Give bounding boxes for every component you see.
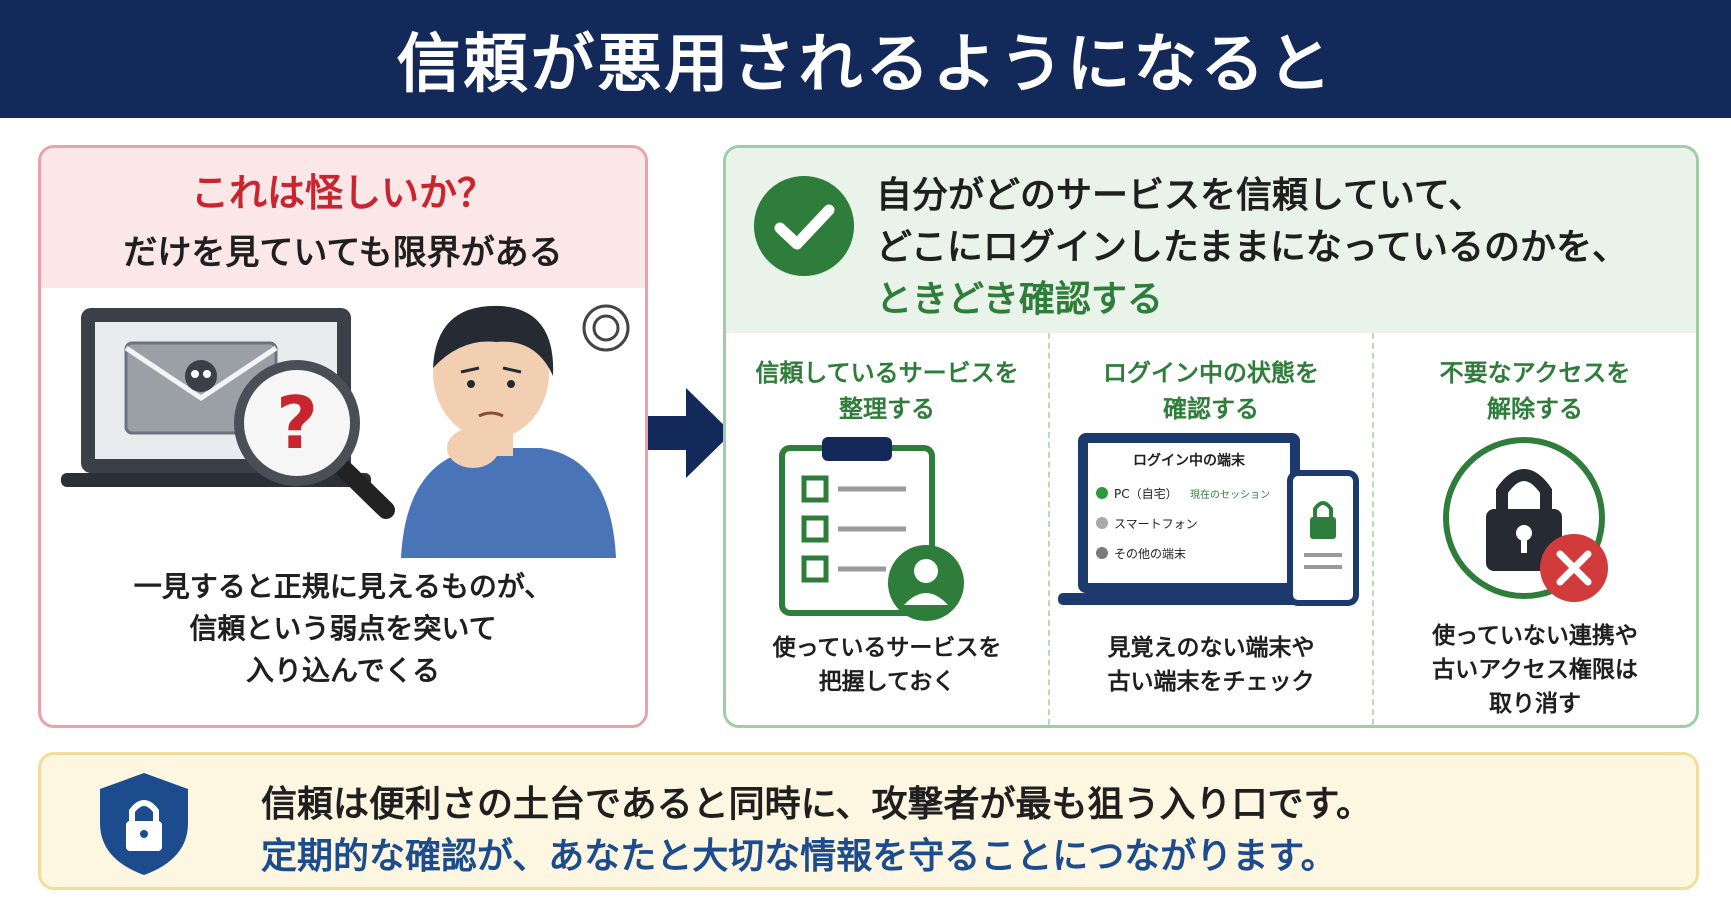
step-revoke-access: 不要なアクセスを 解除する 使っていない連携や 古いアクセス権限は 取り消す [1372,333,1696,725]
step-title: ログイン中の状態を 確認する [1103,359,1319,423]
worried-person-icon [401,304,630,558]
step-title: 信頼しているサービスを 整理する [755,359,1019,423]
warning-panel-header: これは怪しいか？ だけを見ていても限界がある [41,148,645,288]
warning-subtitle: だけを見ていても限界がある [123,233,563,273]
magnifier-icon: ? [234,360,395,519]
title-bar: 信頼が悪用されるようになると [0,0,1731,118]
step-text: 使っているサービスを 把握しておく [772,635,1002,695]
logged-in-devices-illustration: ログイン中の端末 PC（自宅） 現在のセッション スマートフォン その他の端末 [1058,433,1359,606]
device-item-1: PC（自宅） [1114,486,1178,501]
solution-header: 自分がどのサービスを信頼していて、 どこにログインしたままになっているのかを、 … [726,148,1696,333]
shield-lock-icon [100,773,188,875]
clipboard-checklist-icon [779,437,964,621]
device-screen-title: ログイン中の端末 [1133,452,1246,469]
solution-steps: 信頼しているサービスを 整理する [726,333,1696,725]
warning-panel: これは怪しいか？ だけを見ていても限界がある ? [38,145,648,728]
checkmark-icon [754,176,854,276]
device-item-2: スマートフォン [1114,517,1198,531]
svg-text:?: ? [276,381,318,465]
step-organize: 信頼しているサービスを 整理する [726,333,1048,725]
bottom-message: 信頼は便利さの土台であると同時に、攻撃者が最も狙う入り口です。 定期的な確認が、… [38,752,1699,890]
warning-question: これは怪しいか？ [190,171,495,215]
bottom-line-2: 定期的な確認が、あなたと大切な情報を守ることにつながります。 [261,836,1337,877]
bottom-line-1: 信頼は便利さの土台であると同時に、攻撃者が最も狙う入り口です。 [261,784,1372,825]
step-check-login: ログイン中の状態を 確認する ログイン中の端末 PC（自宅） 現在のセッション … [1048,333,1372,725]
step-title: 不要なアクセスを 解除する [1439,359,1631,423]
right-arrow-icon [648,388,732,478]
step-text: 見覚えのない端末や 古い端末をチェック [1107,635,1315,695]
page-title: 信頼が悪用されるようになると [396,28,1335,102]
suspicious-email-illustration: ? [61,304,630,558]
warning-description: 一見すると正規に見えるものが、 信頼という弱点を突いて 入り込んでくる [133,570,553,687]
solution-panel: 自分がどのサービスを信頼していて、 どこにログインしたままになっているのかを、 … [723,145,1699,728]
solution-emphasis: ときどき確認する [876,279,1163,320]
solution-heading: 自分がどのサービスを信頼していて、 どこにログインしたままになっているのかを、 … [876,170,1628,326]
revoke-lock-icon [1443,437,1608,602]
device-item-3: その他の端末 [1114,547,1186,561]
step-text: 使っていない連携や 古いアクセス権限は 取り消す [1432,623,1638,717]
device-item-1-tag: 現在のセッション [1190,489,1270,501]
